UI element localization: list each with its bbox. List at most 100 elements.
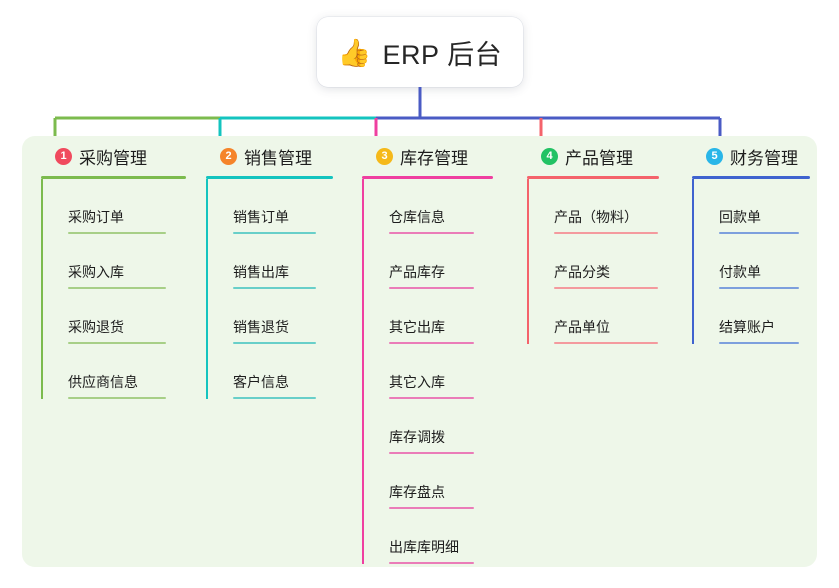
- branch-item-underline: [719, 287, 799, 289]
- branch-item-label: 付款单: [719, 264, 761, 281]
- branch-item-label: 其它出库: [389, 319, 445, 336]
- branch-item-underline: [68, 397, 166, 399]
- thumbs-up-icon: 👍: [337, 37, 372, 68]
- branch-header[interactable]: 4 产品管理: [527, 142, 659, 170]
- branch-spine: [527, 179, 529, 344]
- branch-header[interactable]: 1 采购管理: [41, 142, 186, 170]
- branch-item-underline: [554, 287, 658, 289]
- branch-item-label: 产品库存: [389, 264, 445, 281]
- branch-item[interactable]: 销售退货: [219, 289, 333, 344]
- branch-item[interactable]: 销售订单: [219, 179, 333, 234]
- branch-item-underline: [68, 342, 166, 344]
- branch-underline: [692, 176, 810, 179]
- branch-item[interactable]: 付款单: [705, 234, 810, 289]
- branch-item[interactable]: 仓库信息: [375, 179, 493, 234]
- branch-item-underline: [68, 287, 166, 289]
- branch-item[interactable]: 采购入库: [54, 234, 186, 289]
- branch-column: 2 销售管理销售订单销售出库销售退货客户信息: [206, 142, 333, 399]
- root-node-title: ERP 后台: [382, 39, 503, 70]
- branch-title: 库存管理: [400, 148, 468, 168]
- branch-underline: [206, 176, 333, 179]
- branch-item-label: 其它入库: [389, 374, 445, 391]
- branch-item-underline: [233, 342, 316, 344]
- branch-header[interactable]: 3 库存管理: [362, 142, 493, 170]
- branch-item-underline: [719, 232, 799, 234]
- branch-item-underline: [554, 342, 658, 344]
- branch-columns: 1 采购管理采购订单采购入库采购退货供应商信息 2 销售管理销售订单销售出库销售退货客…: [22, 136, 817, 567]
- branch-item-underline: [389, 397, 474, 399]
- branch-column: 5 财务管理回款单付款单结算账户: [692, 142, 810, 344]
- branch-spine: [362, 179, 364, 564]
- branch-item-underline: [233, 287, 316, 289]
- branch-title: 销售管理: [244, 148, 312, 168]
- branch-item-label: 产品分类: [554, 264, 610, 281]
- branch-item[interactable]: 回款单: [705, 179, 810, 234]
- branch-item[interactable]: 库存盘点: [375, 454, 493, 509]
- branch-item[interactable]: 供应商信息: [54, 344, 186, 399]
- branch-item-label: 结算账户: [719, 319, 775, 336]
- branch-item[interactable]: 采购订单: [54, 179, 186, 234]
- branch-index-badge: 2: [220, 147, 237, 165]
- branch-item[interactable]: 产品单位: [540, 289, 659, 344]
- branch-index-badge: 4: [541, 147, 558, 165]
- branch-item-label: 库存盘点: [389, 484, 445, 501]
- branch-item[interactable]: 库存调拨: [375, 399, 493, 454]
- branch-item[interactable]: 采购退货: [54, 289, 186, 344]
- branch-header[interactable]: 5 财务管理: [692, 142, 810, 170]
- branch-index-badge: 5: [706, 147, 723, 165]
- branch-item-underline: [389, 452, 474, 454]
- branch-index-badge: 1: [55, 147, 72, 165]
- branch-item-list: 采购订单采购入库采购退货供应商信息: [41, 179, 186, 399]
- branch-item-label: 出库库明细: [389, 539, 459, 556]
- branch-item-underline: [233, 232, 316, 234]
- branch-item-label: 采购退货: [68, 319, 124, 336]
- branch-item[interactable]: 结算账户: [705, 289, 810, 344]
- branch-item[interactable]: 产品分类: [540, 234, 659, 289]
- branch-item-label: 采购订单: [68, 209, 124, 226]
- branch-item-label: 销售订单: [233, 209, 289, 226]
- branch-item-label: 客户信息: [233, 374, 289, 391]
- branch-header[interactable]: 2 销售管理: [206, 142, 333, 170]
- branch-item[interactable]: 出库库明细: [375, 509, 493, 564]
- branch-item-label: 回款单: [719, 209, 761, 226]
- root-node[interactable]: 👍 ERP 后台: [317, 17, 523, 87]
- branch-item-underline: [389, 507, 474, 509]
- branch-item-list: 仓库信息产品库存其它出库其它入库库存调拨库存盘点出库库明细: [362, 179, 493, 564]
- branch-item[interactable]: 其它出库: [375, 289, 493, 344]
- branch-item-label: 仓库信息: [389, 209, 445, 226]
- branch-item-list: 销售订单销售出库销售退货客户信息: [206, 179, 333, 399]
- branch-item[interactable]: 客户信息: [219, 344, 333, 399]
- branch-column: 3 库存管理仓库信息产品库存其它出库其它入库库存调拨库存盘点出库库明细: [362, 142, 493, 564]
- branch-column: 1 采购管理采购订单采购入库采购退货供应商信息: [41, 142, 186, 399]
- branch-item-underline: [389, 562, 474, 564]
- branch-item[interactable]: 销售出库: [219, 234, 333, 289]
- branch-item-underline: [68, 232, 166, 234]
- branch-item-label: 产品（物料）: [554, 209, 638, 226]
- branch-item-underline: [389, 342, 474, 344]
- branch-item-list: 产品（物料） 产品分类产品单位: [527, 179, 659, 344]
- branch-spine: [41, 179, 43, 399]
- branch-item-underline: [554, 232, 658, 234]
- branch-item[interactable]: 其它入库: [375, 344, 493, 399]
- branch-index-badge: 3: [376, 147, 393, 165]
- branch-item-underline: [233, 397, 316, 399]
- branch-title: 采购管理: [79, 148, 147, 168]
- branch-spine: [692, 179, 694, 344]
- branch-underline: [41, 176, 186, 179]
- branch-item[interactable]: 产品库存: [375, 234, 493, 289]
- branch-item-label: 销售退货: [233, 319, 289, 336]
- branch-spine: [206, 179, 208, 399]
- branch-item-list: 回款单付款单结算账户: [692, 179, 810, 344]
- branch-item-label: 销售出库: [233, 264, 289, 281]
- branch-item-label: 库存调拨: [389, 429, 445, 446]
- branch-item-underline: [719, 342, 799, 344]
- branches-panel: [22, 136, 817, 567]
- branch-item-label: 产品单位: [554, 319, 610, 336]
- branch-title: 产品管理: [565, 148, 633, 168]
- branch-title: 财务管理: [730, 148, 798, 168]
- branch-item[interactable]: 产品（物料）: [540, 179, 659, 234]
- branch-item-label: 采购入库: [68, 264, 124, 281]
- branch-underline: [527, 176, 659, 179]
- branch-item-underline: [389, 232, 474, 234]
